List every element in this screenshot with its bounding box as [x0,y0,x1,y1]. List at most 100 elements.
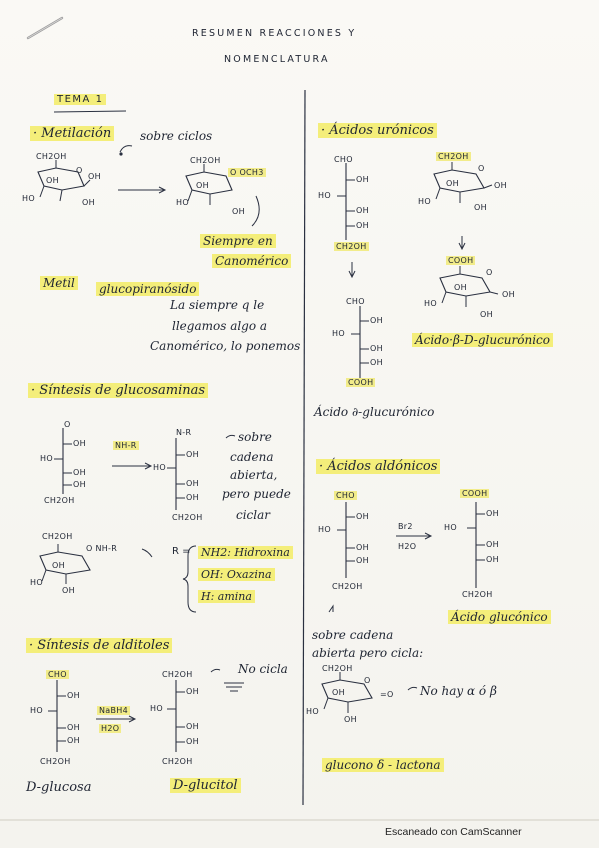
chem-label: OH [67,723,80,732]
metilacion-name-1: Metil [40,276,78,290]
chem-label: COOH [460,489,490,498]
chem-label: =O [380,690,394,699]
chem-label: CH2OH [44,496,75,505]
aldonicos-note-3: No hay α ó β [420,684,497,698]
chem-label: OH [486,509,499,518]
chem-label: OH [196,181,209,190]
scanner-footer: Escaneado con CamScanner [385,826,522,838]
chem-label: OH [486,540,499,549]
chem-label: CH2OH [162,757,193,766]
glucosaminas-r1: NH2: Hidroxina [198,546,293,559]
glucosaminas-title: · Síntesis de glucosaminas [28,383,209,398]
glucosaminas-note: cadena [230,450,274,464]
header-line-1: RESUMEN REACCIONES Y [192,28,357,39]
metilacion-expl-1: La siempre q le [170,298,265,312]
chem-label: HO [332,329,345,338]
chem-label: HO [176,198,189,207]
chem-label: OH [370,358,383,367]
chem-label: CHO [46,670,69,679]
chem-label: OH [356,543,369,552]
chem-label: HO [306,707,319,716]
aldonicos-note-2: abierta pero cicla: [312,646,424,660]
chem-label: OH [446,179,459,188]
glucosaminas-r2: OH: Oxazina [198,568,275,581]
chem-label: COOH [446,256,476,265]
chem-label: OH [67,691,80,700]
chem-label: HO [318,525,331,534]
chem-label: O OCH3 [228,168,266,177]
header-line-2: NOMENCLATURA [224,54,330,65]
metilacion-title: · Metilación [30,126,115,141]
chem-label: OH [486,555,499,564]
chem-label: CH2OH [332,582,363,591]
chem-label: Br2 [398,522,413,531]
chem-label: OH [186,737,199,746]
chem-label: H2O [398,542,417,551]
chem-label: HO [444,523,457,532]
chem-label: OH [356,175,369,184]
glucosaminas-r3: H: amina [198,590,255,603]
chem-label: HO [150,704,163,713]
glucosaminas-note: pero puede [222,487,291,501]
chem-label: N-R [176,428,192,437]
chem-label: OH [356,512,369,521]
chem-label: O NH-R [86,544,118,553]
chem-label: CH2OH [190,156,221,165]
chem-label: OH [370,344,383,353]
chem-label: O [64,420,71,429]
chem-label: OH [186,479,199,488]
chem-label: OH [474,203,487,212]
chem-label: OH [356,556,369,565]
glucosaminas-r: R = [172,546,191,557]
metilacion-note-3: Canomérico [212,254,292,268]
alditoles-name-1: D-glucosa [26,780,92,795]
chem-label: O [76,166,83,175]
alditoles-title: · Síntesis de alditoles [26,638,173,653]
chem-label: CHO [346,297,365,306]
chem-label: CH2OH [436,152,471,161]
chem-label: HO [30,578,43,587]
metilacion-note-2: Siempre en [200,234,276,248]
chem-label: OH [73,468,86,477]
chem-label: OH [502,290,515,299]
tema-title: TEMA 1 [54,94,107,105]
chem-label: OH [52,561,65,570]
chem-label: OH [370,316,383,325]
chem-label: OH [356,221,369,230]
chem-label: OH [62,586,75,595]
aldonicos-name: Ácido glucónico [448,610,551,624]
chem-label: CHO [334,155,353,164]
chem-label: OH [67,736,80,745]
chem-label: CH2OH [162,670,193,679]
glucosaminas-note: ciclar [236,508,271,522]
chem-label: OH [73,480,86,489]
metilacion-expl-2: llegamos algo a [172,319,268,333]
chem-label: OH [186,450,199,459]
chem-label: OH [186,687,199,696]
chem-label: CH2OH [40,757,71,766]
chem-label: HO [30,706,43,715]
chem-label: CH2OH [334,242,369,251]
uronicos-name-2: Ácido·β-D-glucurónico [412,333,554,347]
chem-label: NaBH4 [97,706,130,715]
chem-label: OH [356,206,369,215]
glucosaminas-note: abierta, [230,468,278,482]
chem-label: OH [88,172,101,181]
chem-label: CH2OH [322,664,353,673]
chem-label: HO [153,463,166,472]
aldonicos-title: · Ácidos aldónicos [316,459,441,474]
chem-label: OH [186,493,199,502]
metilacion-name-2: glucopiranósido [96,282,200,296]
uronicos-title: · Ácidos urónicos [318,123,437,138]
chem-label: HO [424,299,437,308]
alditoles-name-2: D-glucitol [170,778,241,793]
chem-label: OH [73,439,86,448]
chem-label: CH2OH [172,513,203,522]
chem-label: O [486,268,493,277]
chem-label: O [364,676,371,685]
chem-label: HO [318,191,331,200]
chem-label: CH2OH [42,532,73,541]
chem-label: HO [418,197,431,206]
